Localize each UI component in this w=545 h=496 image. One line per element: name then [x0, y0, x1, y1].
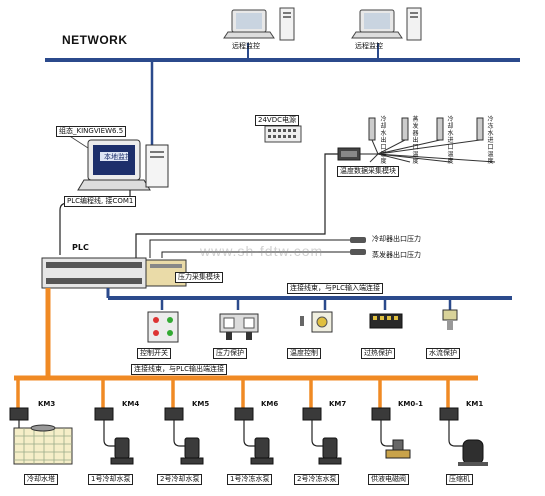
solenoid-valve-icon: [385, 439, 411, 459]
temperature-module-icon: [337, 147, 361, 161]
sensor-label-4: 冷冻水进口温度: [487, 116, 494, 165]
remote-pc-2-label: 远程监控: [355, 42, 383, 50]
control-switch-icon: [147, 311, 179, 343]
plc-cable-label: PLC编程线, 接COM1: [64, 196, 137, 207]
sensor-label-3: 冷却水进口温度: [447, 116, 454, 165]
input-item-1: 控制开关: [137, 348, 171, 359]
input-item-2: 压力保护: [213, 348, 247, 359]
device-label-2: 1号冷却水泵: [88, 474, 134, 485]
pump-2-icon: [180, 437, 204, 465]
device-label-7: 压缩机: [446, 474, 473, 485]
pump-1-icon: [110, 437, 134, 465]
pump-3-icon: [250, 437, 274, 465]
km-label-1: KM3: [38, 400, 56, 408]
plc-icon: [41, 257, 187, 289]
output-bus-label: 连接线束，与PLC输出端连接: [131, 364, 228, 375]
watermark: www.sh-fdtw.com: [200, 243, 324, 259]
pressure-sensor-2-icon: [350, 249, 366, 255]
pressure-sensor-1-icon: [350, 237, 366, 243]
input-item-3: 温度控制: [287, 348, 321, 359]
temperature-module-label: 温度数据采集模块: [337, 166, 399, 177]
sensor-label-1: 冷却水出口温度: [380, 116, 387, 165]
km-label-6: KM0-1: [398, 400, 424, 408]
device-label-3: 2号冷却水泵: [157, 474, 203, 485]
temperature-controller-icon: [300, 311, 333, 333]
device-label-1: 冷却水塔: [24, 474, 58, 485]
device-label-5: 2号冷冻水泵: [294, 474, 340, 485]
pressure-module-label: 压力采集模块: [175, 272, 223, 283]
sensor-label-2: 蒸发器出口温度: [412, 116, 419, 165]
remote-pc-1-label: 远程监控: [232, 42, 260, 50]
km-label-4: KM6: [261, 400, 279, 408]
network-title: NETWORK: [62, 33, 128, 47]
power-supply-icon: [264, 125, 302, 143]
km-label-3: KM5: [192, 400, 210, 408]
pressure-switch-icon: [219, 313, 259, 340]
km-label-5: KM7: [329, 400, 347, 408]
local-monitor-screen-text: 本地监控: [104, 153, 132, 161]
flow-switch-icon: [442, 309, 458, 330]
input-item-4: 过热保护: [361, 348, 395, 359]
device-label-6: 供液电磁阀: [368, 474, 409, 485]
pressure-label-2: 蒸发器出口压力: [372, 251, 421, 259]
pump-4-icon: [318, 437, 342, 465]
device-label-4: 1号冷冻水泵: [227, 474, 273, 485]
temperature-sensors-icon: [368, 117, 496, 163]
power-supply-label: 24VDC电源: [255, 115, 299, 126]
km-label-2: KM4: [122, 400, 140, 408]
software-label: 组态_KINGVIEW6.5: [56, 126, 127, 137]
remote-pc-2-icon: [351, 7, 422, 41]
plc-label: PLC: [72, 243, 89, 252]
input-item-5: 水流保护: [426, 348, 460, 359]
local-pc-icon: [77, 139, 169, 191]
compressor-icon: [458, 439, 488, 466]
overheat-protector-icon: [369, 313, 403, 329]
pressure-label-1: 冷却器出口压力: [372, 235, 421, 243]
remote-pc-1-icon: [223, 7, 295, 41]
km-label-7: KM1: [466, 400, 484, 408]
cooling-tower-icon: [13, 424, 73, 465]
input-bus-label: 连接线束，与PLC输入端连接: [287, 283, 384, 294]
